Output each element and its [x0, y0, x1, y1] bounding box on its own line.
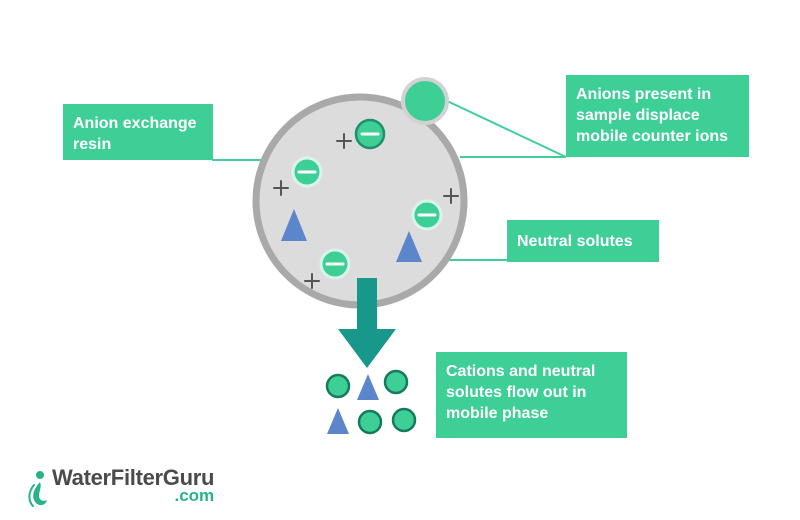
logo-domain: .com	[174, 486, 215, 505]
cation-particle	[391, 407, 417, 433]
label-neutral-solutes: Neutral solutes	[507, 220, 659, 262]
outflow-arrow	[338, 278, 396, 368]
counter-ion	[291, 156, 323, 188]
neutral-solute-triangle	[396, 231, 422, 262]
logo-text: WaterFilterGuru .com	[52, 465, 215, 505]
label-anions-displace: Anions present in sample displace mobile…	[566, 75, 749, 157]
incoming-anion	[401, 77, 449, 125]
label-anion-exchange-resin: Anion exchange resin	[63, 104, 213, 160]
outflow-particles	[325, 369, 417, 435]
counter-ion	[411, 199, 443, 231]
neutral-solute-triangle	[357, 374, 379, 400]
cation-particle	[357, 409, 383, 435]
connector-anion-top	[444, 99, 567, 158]
brand-logo: WaterFilterGuru .com	[52, 465, 215, 505]
plus-icon	[443, 188, 459, 204]
plus-icon	[304, 273, 320, 289]
counter-ion	[354, 118, 386, 150]
counter-ion	[319, 248, 351, 280]
plus-icon	[273, 180, 289, 196]
logo-brand-name: WaterFilterGuru	[52, 465, 215, 490]
water-drop-person-icon	[28, 471, 47, 507]
positive-sites	[273, 133, 459, 289]
neutral-solute-triangle	[327, 408, 349, 434]
plus-icon	[336, 133, 352, 149]
cation-particle	[325, 373, 351, 399]
label-cations-flow-out: Cations and neutral solutes flow out in …	[436, 352, 627, 438]
cation-particle	[383, 369, 409, 395]
neutral-solute-triangle	[281, 209, 307, 241]
